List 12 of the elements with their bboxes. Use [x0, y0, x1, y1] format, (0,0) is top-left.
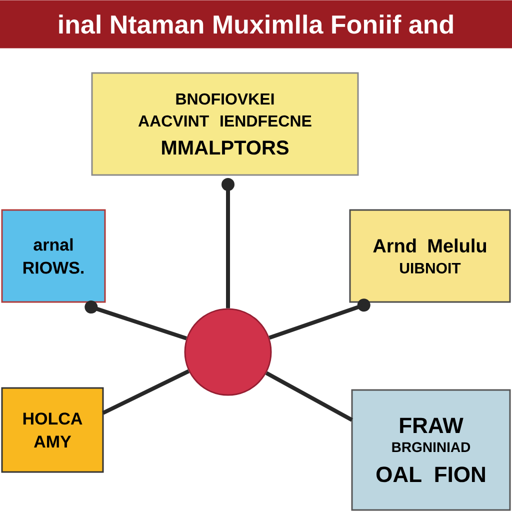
text-box: Arnd Melulu UIBNOIT: [349, 209, 511, 303]
title-banner: inal Ntaman Muximlla Foniif and: [0, 0, 512, 48]
text-box: arnal RIOWS.: [1, 209, 106, 303]
hub-circle: [184, 308, 272, 396]
text-box: FRAW BRGNINIAD OAL FION: [351, 389, 511, 511]
connector-line: [268, 298, 370, 340]
connector-line: [222, 178, 234, 308]
connector-line: [84, 300, 188, 340]
text-box: HOLCA AMY: [1, 387, 104, 473]
text-box: BNOFIOVKEI AACVINT IENDFECNE MMALPTORS: [91, 72, 359, 176]
connector-line: [265, 371, 353, 422]
connector-line: [102, 369, 190, 415]
